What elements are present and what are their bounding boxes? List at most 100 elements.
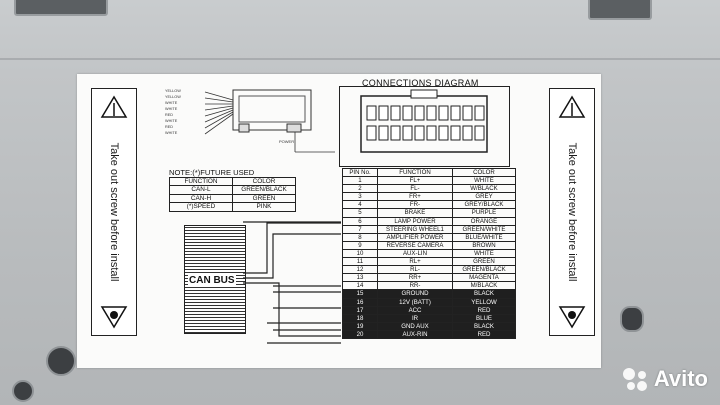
- avito-text: Avito: [653, 366, 708, 391]
- pin-color: BLUE: [452, 313, 516, 323]
- pin-color: MAGENTA: [452, 273, 516, 283]
- pin-number: 6: [342, 216, 378, 226]
- power-label: POWER: [279, 139, 295, 144]
- wire-label: YELLOW: [165, 89, 181, 93]
- pin-number: 9: [342, 240, 378, 250]
- pin-header: COLOR: [452, 167, 516, 178]
- side-label-text: Take out screw before install: [566, 142, 578, 282]
- pin-number: 3: [342, 192, 378, 202]
- pin-color: W/BLACK: [452, 184, 516, 194]
- pin-color: GREEN: [452, 257, 516, 267]
- pin-color: BLACK: [452, 289, 516, 299]
- pin-function: RR-: [377, 281, 453, 291]
- note-row: CAN-L GREEN/BLACK: [169, 185, 296, 195]
- pin-function: AUX-LIN: [377, 248, 453, 259]
- avito-watermark: Avito: [620, 366, 708, 392]
- pin-function: FL+: [377, 176, 453, 186]
- note-cell: (*)SPEED: [169, 202, 233, 212]
- pin-number: 20: [342, 329, 378, 339]
- avito-logo-icon: [622, 368, 647, 391]
- note-cell: GREEN: [232, 193, 296, 204]
- note-title: NOTE:(*)FUTURE USED: [169, 168, 255, 177]
- pin-function: FR+: [377, 192, 453, 202]
- side-label-right: Take out screw before install: [549, 88, 595, 336]
- pin-header: PIN No.: [342, 167, 378, 178]
- pin-color: RED: [452, 329, 516, 339]
- pin-function: RL-: [377, 265, 453, 275]
- pin-header: FUNCTION: [377, 167, 453, 178]
- pin-number: 18: [342, 313, 378, 323]
- wire-label: WHITE: [165, 119, 178, 123]
- pin-function: GROUND: [377, 289, 453, 299]
- pin-function: IR: [377, 313, 453, 323]
- pin-number: 5: [342, 208, 378, 218]
- pin-color: RED: [452, 305, 516, 315]
- pin-color: BLUE/WHITE: [452, 232, 516, 242]
- note-cell: GREEN/BLACK: [232, 185, 296, 195]
- pin-number: 17: [342, 305, 378, 315]
- pin-number: 2: [342, 184, 378, 194]
- pin-function: 12V (BATT): [377, 297, 453, 307]
- wire-label: WHITE: [165, 131, 178, 135]
- pin-number: 14: [342, 281, 378, 291]
- note-row: (*)SPEED PINK: [169, 202, 296, 212]
- pin-function: FR-: [377, 200, 453, 210]
- connector-drawing: [339, 86, 510, 167]
- note-header: FUNCTION: [169, 176, 233, 187]
- note-table: FUNCTION COLOR CAN-L GREEN/BLACK CAN-H G…: [169, 176, 296, 212]
- pin-number: 19: [342, 321, 378, 331]
- pin-color: GREEN/BLACK: [452, 265, 516, 275]
- side-label-left: Take out screw before install: [91, 88, 137, 336]
- wire-label: RED: [165, 113, 174, 117]
- head-unit-drawing: [204, 89, 335, 153]
- diagram-title: CONNECTIONS DIAGRAM: [362, 78, 479, 88]
- pin-color: GREEN/WHITE: [452, 224, 516, 234]
- pin-function: BRAKE: [377, 208, 453, 218]
- wiring-sticker: Take out screw before install Take out s…: [77, 74, 601, 368]
- screw-hole: [46, 346, 76, 376]
- pin-number: 4: [342, 200, 378, 210]
- pin-color: WHITE: [452, 176, 516, 186]
- pin-function: ACC: [377, 305, 453, 315]
- canbus-label: CAN BUS: [188, 275, 236, 286]
- wire-label: RED: [165, 125, 174, 129]
- pin-number: 10: [342, 248, 378, 259]
- pin-color: GREY: [452, 192, 516, 202]
- pin-color: ORANGE: [452, 216, 516, 226]
- note-cell: CAN-L: [169, 185, 233, 195]
- pin-number: 16: [342, 297, 378, 307]
- side-label-text: Take out screw before install: [108, 142, 120, 282]
- pin-color: BROWN: [452, 240, 516, 250]
- pin-color: BLACK: [452, 321, 516, 331]
- note-cell: CAN-H: [169, 193, 233, 204]
- pin-function: RL+: [377, 257, 453, 267]
- pin-function: STEERING WHEEL1: [377, 224, 453, 234]
- pin-number: 1: [342, 176, 378, 186]
- pin-number: 15: [342, 289, 378, 299]
- pin-number: 8: [342, 232, 378, 242]
- chassis-edge: [0, 58, 720, 60]
- wire-label: WHITE: [165, 101, 178, 105]
- wire-color-list: YELLOW YELLOW WHITE WHITE RED WHITE RED …: [165, 88, 181, 136]
- screw-hole: [620, 306, 644, 332]
- screw-hole: [12, 380, 34, 402]
- pin-function: LAMP POWER: [377, 216, 453, 226]
- pin-function: AUX-RIN: [377, 329, 453, 339]
- pin-color: WHITE: [452, 248, 516, 259]
- warning-icon: [100, 95, 128, 329]
